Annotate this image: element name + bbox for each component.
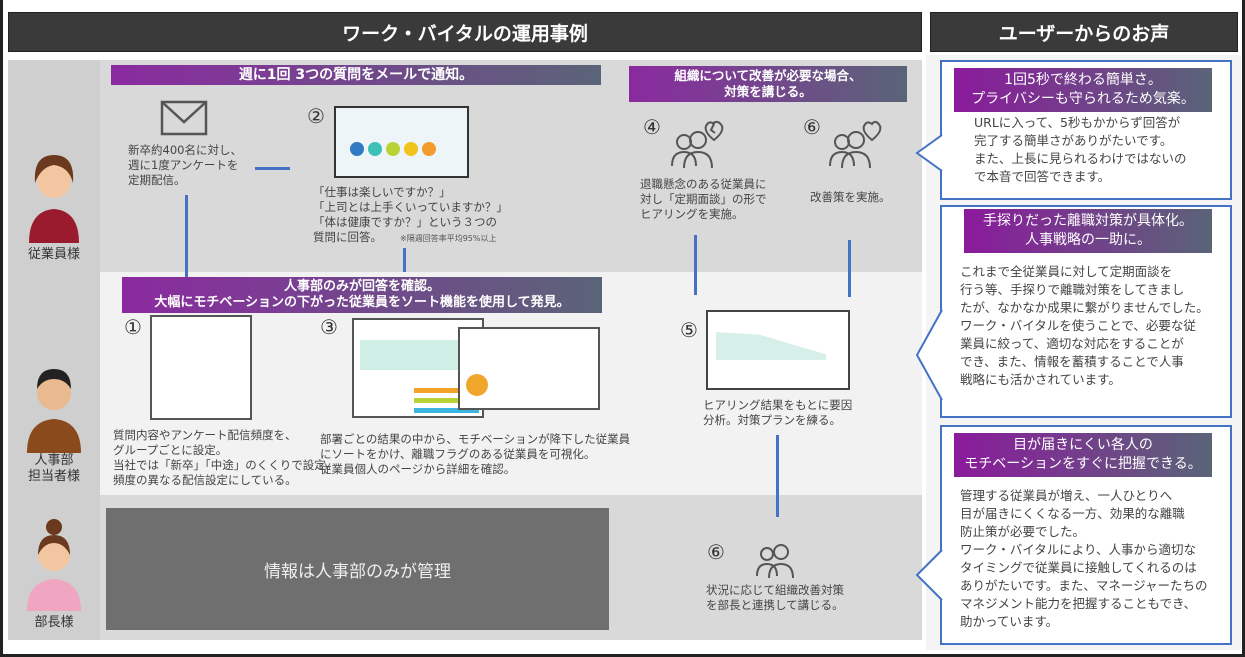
persona-manager: 部長様 (8, 495, 100, 640)
persona-label: 部長様 (34, 615, 74, 630)
arrow-right (255, 167, 290, 170)
group-heart-icon (829, 120, 882, 169)
employee-detail-screenshot (458, 327, 600, 410)
voice-title: 目が届きにくい各人の モチベーションをすぐに把握できる。 (954, 433, 1212, 477)
step2-note: ※隔週回答率平均95%以上 (400, 234, 497, 243)
persona-label: 従業員様 (27, 247, 80, 262)
manager-avatar-icon (27, 519, 81, 611)
step2-text: 「仕事は楽しいですか？」 「上司とは上手くいっていますか？」 「体は健康ですか？… (313, 185, 508, 244)
step6b-number: ⑥ (707, 540, 725, 564)
step6a-number: ⑥ (803, 115, 821, 139)
mail-icon (160, 100, 208, 136)
persona-label: 人事部 担当者様 (27, 453, 80, 484)
step6a-text: 改善策を実施。 (810, 190, 891, 204)
voice-card: 目が届きにくい各人の モチベーションをすぐに把握できる。 管理する従業員が増え、… (940, 425, 1232, 645)
step6b-text: 状況に応じて組織改善対策 を部長と連携して講じる。 (706, 583, 844, 612)
analysis-screenshot (706, 310, 850, 390)
arrow-down (403, 248, 406, 272)
step4-text: 退職懸念のある従業員に 対し「定期面談」の形で ヒアリングを実施。 (640, 177, 767, 221)
group-broken-heart-icon (671, 120, 724, 169)
voice-card: 1回5秒で終わる簡単さ。 プライバシーも守られるため気楽。 URLに入って、5秒… (940, 60, 1232, 200)
mail-text: 新卒約400名に対し、 週に1度アンケートを 定期配信。 (128, 143, 242, 187)
step5-text: ヒアリング結果をもとに要因 分析。対策プランを練る。 (703, 398, 853, 427)
step1-number: ① (124, 315, 142, 339)
step3-text: 部署ごとの結果の中から、モチベーションが降下した従業員 にソートをかけ、離職フラ… (320, 432, 631, 476)
step2-number: ② (307, 104, 325, 128)
step1-text: 質問内容やアンケート配信頻度を、 グループごとに設定。 当社では「新卒」「中途」… (113, 428, 338, 487)
managed-by-hr-box: 情報は人事部のみが管理 (106, 508, 609, 630)
voice-title: 手探りだった離職対策が具体化。 人事戦略の一助に。 (964, 209, 1212, 253)
arrow-up (185, 195, 188, 278)
arrow-down (694, 235, 697, 295)
voices-title: ユーザーからのお声 (930, 12, 1238, 52)
step4-number: ④ (643, 115, 661, 139)
row2-band: 人事部のみが回答を確認。 大幅にモチベーションの下がった従業員をソート機能を使用… (122, 277, 602, 313)
arrow-up (848, 240, 851, 297)
settings-screenshot (150, 315, 252, 420)
survey-screenshot (334, 106, 469, 178)
row1-band: 週に1回 3つの質問をメールで通知。 (111, 65, 601, 85)
arrow-down (776, 435, 779, 517)
step3-number: ③ (320, 315, 338, 339)
voice-title: 1回5秒で終わる簡単さ。 プライバシーも守られるため気楽。 (954, 68, 1212, 112)
voice-body: これまで全従業員に対して定期面談を 行う等、手探りで離職対策をしてきまし たが、… (960, 264, 1209, 387)
persona-employee: 従業員様 (8, 60, 100, 272)
step5-number: ⑤ (680, 318, 698, 342)
page-title: ワーク・バイタルの運用事例 (8, 12, 922, 52)
employee-avatar-icon (29, 155, 79, 243)
voice-card: 手探りだった離職対策が具体化。 人事戦略の一助に。 これまで全従業員に対して定期… (940, 205, 1232, 418)
hr-avatar-icon (27, 369, 81, 453)
voice-body: URLに入って、5秒もかからず回答が 完了する簡単さがありがたいです。 また、上… (974, 115, 1187, 184)
callout-pointers (915, 134, 943, 601)
voice-body: 管理する従業員が増え、一人ひとりへ 目が届きにくくなる一方、効果的な離職 防止策… (960, 488, 1208, 629)
persona-hr: 人事部 担当者様 (8, 272, 100, 495)
group-icon (756, 544, 794, 579)
org-band: 組織について改善が必要な場合、 対策を講じる。 (629, 66, 907, 102)
